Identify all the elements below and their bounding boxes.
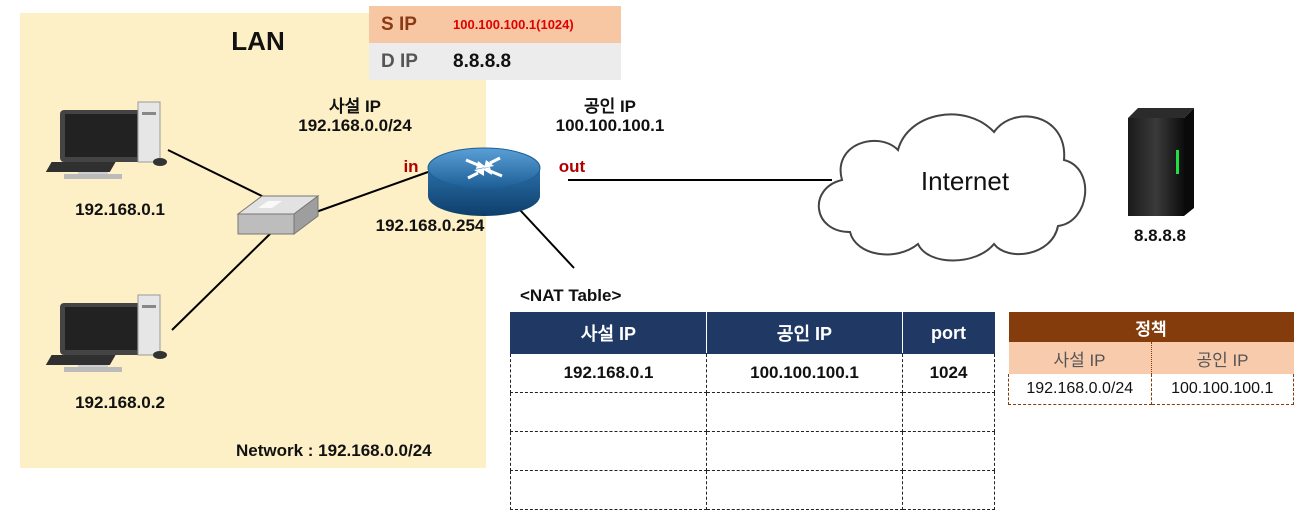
lan-zone <box>20 13 486 468</box>
dst-ip-key: D IP <box>369 43 441 80</box>
src-ip-key: S IP <box>369 6 441 43</box>
link-host2-switch <box>171 231 273 331</box>
policy-title: 정책 <box>1008 312 1294 342</box>
router-icon <box>427 147 541 216</box>
table-cell: 100.100.100.1 <box>706 353 903 393</box>
private-ip-label: 사설 IP <box>328 97 382 116</box>
table-row: 192.168.0.1 100.100.100.1 1024 <box>510 353 995 393</box>
nat-col-public: 공인 IP <box>706 312 903 354</box>
table-cell <box>706 470 903 510</box>
lan-network-label: Network : 192.168.0.0/24 <box>236 441 432 460</box>
policy-private-value: 192.168.0.0/24 <box>1008 374 1152 405</box>
table-cell <box>902 431 995 471</box>
nat-table: 사설 IP 공인 IP port 192.168.0.1 100.100.100… <box>510 312 995 510</box>
table-cell <box>706 431 903 471</box>
table-cell <box>706 392 903 432</box>
policy-table: 정책 사설 IP 공인 IP 192.168.0.0/24 100.100.10… <box>1008 312 1294 405</box>
router-in-label: in <box>403 157 419 176</box>
pc-icon <box>45 101 167 179</box>
dst-ip-value: 8.8.8.8 <box>441 43 621 80</box>
table-cell <box>902 470 995 510</box>
server-icon <box>1128 108 1194 216</box>
table-cell: 1024 <box>902 353 995 393</box>
table-row: 192.168.0.0/24 100.100.100.1 <box>1008 374 1294 405</box>
router-lan-ip: 192.168.0.254 <box>375 216 485 235</box>
table-cell <box>510 392 707 432</box>
table-cell <box>902 392 995 432</box>
private-net: 192.168.0.0/24 <box>298 116 412 135</box>
table-row <box>510 470 995 510</box>
policy-col-public: 공인 IP <box>1151 342 1294 374</box>
pc-icon <box>45 294 167 372</box>
server-ip: 8.8.8.8 <box>1134 226 1186 245</box>
host1-ip: 192.168.0.1 <box>75 200 165 219</box>
nat-table-title: <NAT Table> <box>520 286 622 305</box>
public-ip-label: 공인 IP <box>583 97 637 116</box>
table-cell: 192.168.0.1 <box>510 353 707 393</box>
nat-col-port: port <box>902 312 995 354</box>
switch-icon <box>236 195 320 235</box>
table-row <box>510 392 995 432</box>
policy-col-private: 사설 IP <box>1008 342 1152 374</box>
link-switch-router <box>315 171 429 213</box>
packet-header: S IP 100.100.100.1(1024) D IP 8.8.8.8 <box>369 6 621 80</box>
src-ip-value: 100.100.100.1(1024) <box>441 6 621 43</box>
link-host1-switch <box>167 149 271 201</box>
table-row <box>510 431 995 471</box>
table-cell <box>510 431 707 471</box>
host2-ip: 192.168.0.2 <box>75 393 165 412</box>
lan-title: LAN <box>231 26 285 56</box>
router-out-label: out <box>558 157 586 176</box>
public-ip: 100.100.100.1 <box>555 116 665 135</box>
link-router-nat <box>519 209 575 269</box>
nat-col-private: 사설 IP <box>510 312 707 354</box>
table-cell <box>510 470 707 510</box>
policy-public-value: 100.100.100.1 <box>1151 374 1294 405</box>
internet-cloud-icon <box>817 113 1087 262</box>
internet-label: Internet <box>920 166 1010 196</box>
